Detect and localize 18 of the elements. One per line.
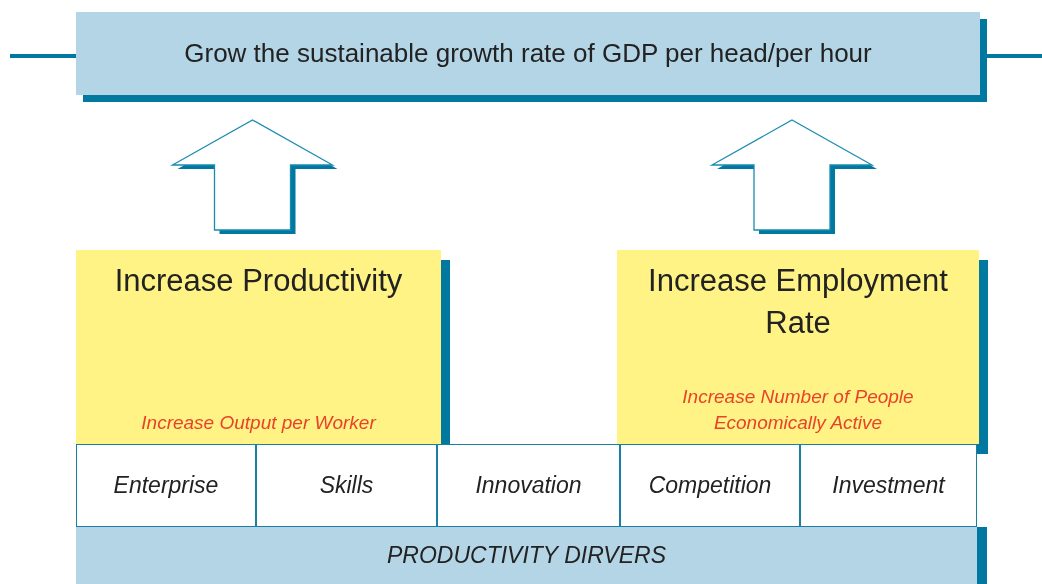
objective-heading: Increase Productivity xyxy=(113,262,404,300)
driver-text: Innovation xyxy=(475,471,582,501)
block-arrow xyxy=(170,119,338,234)
driver-cell xyxy=(76,444,256,527)
driver-text: Skills xyxy=(319,471,374,501)
objective-subtitle: Increase Output per Worker xyxy=(140,411,378,435)
goal-text: Grow the sustainable growth rate of GDP per head/per hour xyxy=(184,37,872,70)
driver-cell xyxy=(256,444,437,527)
band-text: PRODUCTIVITY DIRVERS xyxy=(386,541,666,571)
driver-cell xyxy=(800,444,977,527)
objective-subtitle: Increase Number of People Economically Active xyxy=(681,385,915,435)
driver-cell xyxy=(437,444,620,527)
driver-text: Competition xyxy=(648,471,772,501)
driver-text: Investment xyxy=(832,471,945,501)
objective-heading: Increase Employment Rate xyxy=(647,262,949,342)
driver-cell xyxy=(620,444,800,527)
driver-text: Enterprise xyxy=(113,471,219,501)
block-arrow xyxy=(709,119,877,234)
